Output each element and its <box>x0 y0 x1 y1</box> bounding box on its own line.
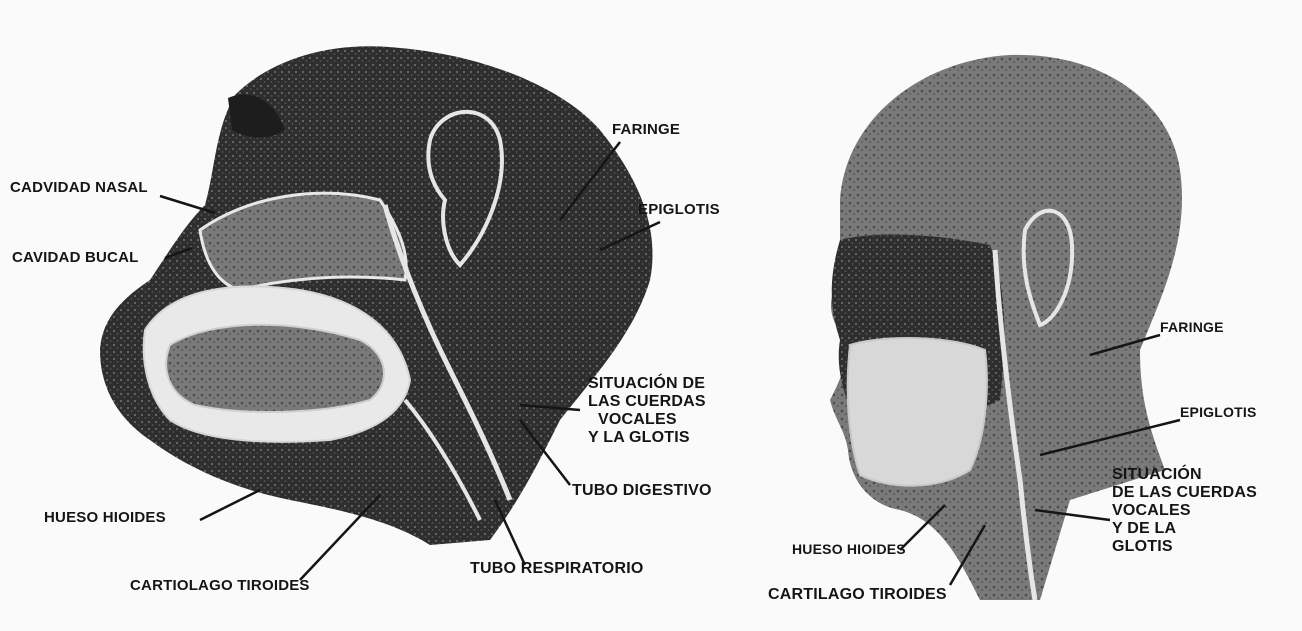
label-tubo-digestivo: TUBO DIGESTIVO <box>572 482 712 500</box>
ape-head-silhouette <box>100 46 653 545</box>
label-cuerdas-vocales-right: SITUACIÓN DE LAS CUERDAS VOCALES Y DE LA… <box>1112 466 1257 556</box>
ape-head <box>100 46 653 545</box>
cuerdas-right-line-2: DE LAS CUERDAS <box>1112 484 1257 502</box>
cuerdas-left-line-2: LAS CUERDAS <box>588 393 706 411</box>
label-epiglotis-left: EPIGLOTIS <box>638 202 720 219</box>
label-cavidad-nasal: CADVIDAD NASAL <box>10 180 148 197</box>
label-cartilago-tiroides-right: CARTILAGO TIROIDES <box>768 586 947 604</box>
label-hueso-hioides-right: HUESO HIOIDES <box>792 542 906 558</box>
leader-hioides-left <box>200 490 260 520</box>
ape-tongue <box>166 325 384 412</box>
label-tubo-respiratorio: TUBO RESPIRATORIO <box>470 560 644 578</box>
cuerdas-right-line-5: GLOTIS <box>1112 538 1257 556</box>
label-cuerdas-vocales-left: SITUACIÓN DE LAS CUERDAS VOCALES Y LA GL… <box>588 375 706 447</box>
human-oral-cavity <box>848 338 987 486</box>
cuerdas-right-line-4: Y DE LA <box>1112 520 1257 538</box>
label-cartilago-tiroides-left: CARTIOLAGO TIROIDES <box>130 578 310 595</box>
cuerdas-left-line-1: SITUACIÓN DE <box>588 375 706 393</box>
label-faringe-right: FARINGE <box>1160 320 1224 336</box>
label-epiglotis-right: EPIGLOTIS <box>1180 405 1256 421</box>
cuerdas-right-line-3: VOCALES <box>1112 502 1257 520</box>
cuerdas-left-line-4: Y LA GLOTIS <box>588 429 706 447</box>
label-faringe-left: FARINGE <box>612 122 680 139</box>
label-hueso-hioides-left: HUESO HIOIDES <box>44 510 166 527</box>
cuerdas-left-line-3: VOCALES <box>588 411 706 429</box>
cuerdas-right-line-1: SITUACIÓN <box>1112 466 1257 484</box>
label-cavidad-bucal: CAVIDAD BUCAL <box>12 250 138 267</box>
